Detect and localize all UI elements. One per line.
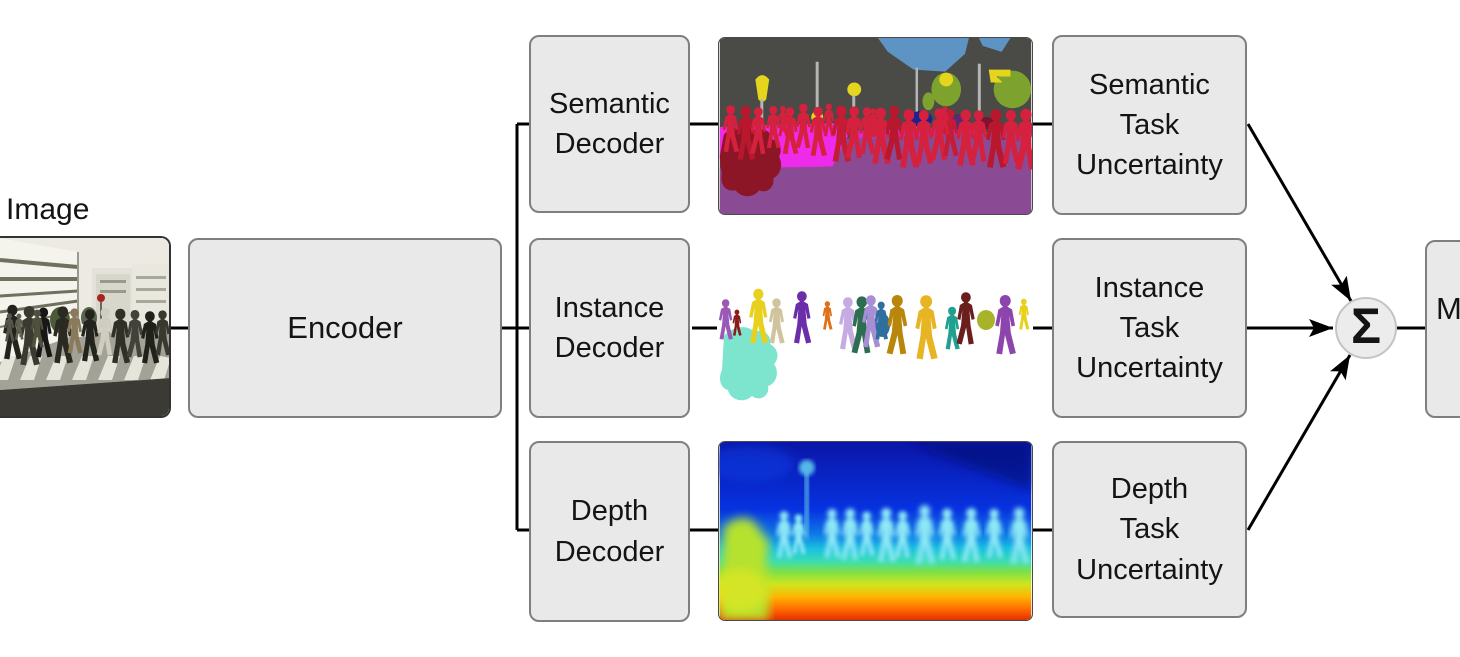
semantic-task-uncertainty-box: Semantic Task Uncertainty — [1052, 35, 1247, 215]
instance-vehicle-blob — [720, 327, 778, 401]
sigma-icon: Σ — [1350, 298, 1381, 354]
sum-node: Σ — [1335, 297, 1397, 359]
depth-to-sum-arrow — [1246, 354, 1352, 531]
instance-bag-blob — [977, 310, 995, 330]
input-image-label: Image — [6, 193, 90, 226]
instance-decoder-box: Instance Decoder — [529, 238, 690, 418]
semantic-segmentation-output — [718, 37, 1033, 215]
depth-decoder-box: Depth Decoder — [529, 441, 690, 622]
street-photo-graphic — [0, 238, 169, 416]
semantic-decoder-box: Semantic Decoder — [529, 35, 690, 213]
multi-task-loss-label: M — [1436, 291, 1460, 326]
encoder-box: Encoder — [188, 238, 502, 418]
multi-task-loss-box: M — [1425, 240, 1460, 418]
depth-task-uncertainty-box: Depth Task Uncertainty — [1052, 441, 1247, 618]
input-photo — [0, 236, 171, 418]
depth-map-output — [718, 441, 1033, 621]
orthogonal-connectors — [170, 122, 1426, 532]
instance-task-uncertainty-box: Instance Task Uncertainty — [1052, 238, 1247, 418]
instance-segmentation-output — [718, 240, 1033, 418]
semantic-to-sum-arrow — [1246, 123, 1353, 302]
